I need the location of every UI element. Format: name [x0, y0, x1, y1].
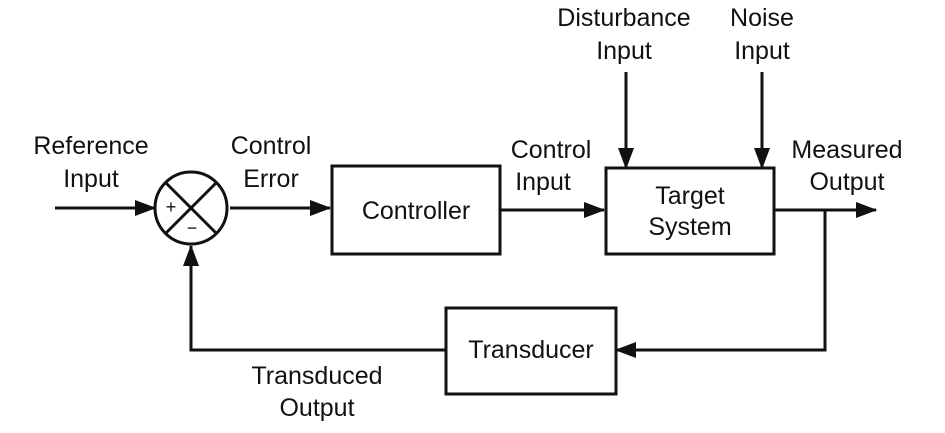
transducer-label: Transducer: [468, 336, 594, 364]
noise-input-label: Noise Input: [730, 4, 794, 65]
svg-text:Input: Input: [734, 37, 790, 65]
measured-output-label: Measured Output: [791, 136, 902, 196]
target-system-label-line1: Target: [655, 182, 725, 210]
plus-sign: +: [166, 197, 177, 217]
transducer-block: Transducer: [444, 306, 618, 396]
transduced-output-path: [183, 244, 446, 352]
svg-text:Reference: Reference: [33, 132, 148, 160]
svg-text:Measured: Measured: [791, 136, 902, 164]
feedback-path-to-transducer: [614, 210, 827, 358]
target-system-label-line2: System: [648, 213, 731, 241]
controller-block: Controller: [330, 164, 502, 256]
svg-text:Input: Input: [63, 165, 119, 193]
summing-junction: + −: [153, 170, 229, 246]
controller-label: Controller: [362, 197, 470, 225]
svg-text:Control: Control: [231, 132, 312, 160]
svg-text:Input: Input: [596, 37, 652, 65]
svg-text:Error: Error: [243, 165, 299, 193]
svg-text:Output: Output: [279, 394, 354, 422]
svg-text:Control: Control: [511, 136, 592, 164]
disturbance-input-label: Disturbance Input: [557, 4, 690, 65]
reference-input-label: Reference Input: [33, 132, 148, 193]
target-system-block: Target System: [604, 166, 776, 256]
svg-text:Disturbance: Disturbance: [557, 4, 690, 32]
control-input-label: Control Input: [511, 136, 592, 196]
svg-text:Output: Output: [809, 168, 884, 196]
transduced-output-label: Transduced Output: [251, 362, 382, 422]
svg-text:Noise: Noise: [730, 4, 794, 32]
minus-sign: −: [187, 218, 198, 238]
svg-text:Transduced: Transduced: [251, 362, 382, 390]
svg-text:Input: Input: [515, 168, 571, 196]
control-error-label: Control Error: [231, 132, 312, 193]
